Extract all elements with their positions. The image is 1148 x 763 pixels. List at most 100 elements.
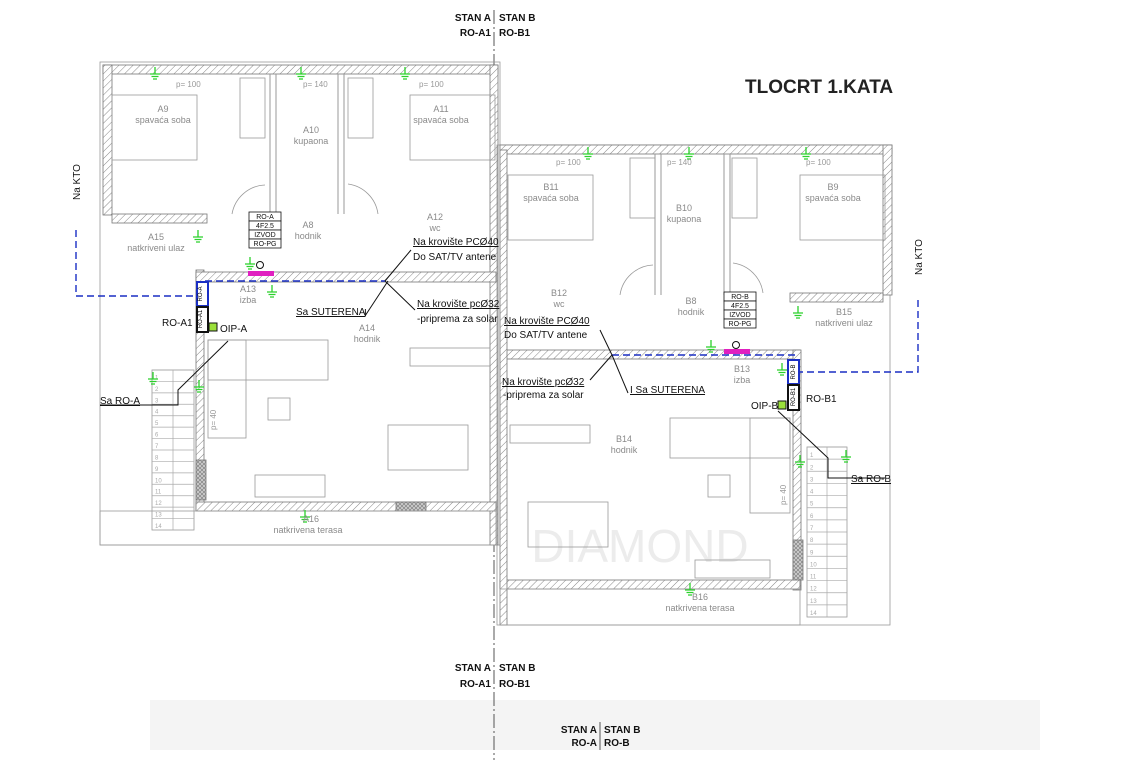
- stair-step-number: 3: [810, 477, 814, 483]
- stair-step-number: 2: [155, 387, 159, 393]
- svg-text:RO-A1: RO-A1: [460, 679, 492, 690]
- svg-text:wc: wc: [429, 223, 441, 233]
- panel-box-line: IZVOD: [254, 232, 275, 239]
- stair-step-number: 4: [810, 490, 814, 496]
- svg-text:p= 100: p= 100: [556, 158, 581, 167]
- outlet-a: [256, 261, 264, 269]
- svg-text:I: I: [364, 308, 367, 319]
- stair-step-number: 6: [810, 514, 814, 520]
- svg-text:STAN A: STAN A: [561, 725, 597, 736]
- stair-step-number: 8: [155, 455, 159, 461]
- svg-text:B12: B12: [551, 288, 567, 298]
- svg-text:A13: A13: [240, 284, 256, 294]
- stair-step-number: 14: [810, 611, 817, 617]
- svg-text:natkriveni ulaz: natkriveni ulaz: [127, 243, 185, 253]
- section-marker-top: STAN A STAN B RO-A1 RO-B1: [455, 13, 536, 39]
- svg-text:A12: A12: [427, 212, 443, 222]
- ground-icon: [801, 147, 811, 160]
- stair-step-number: 7: [810, 526, 814, 532]
- svg-text:hodnik: hodnik: [678, 307, 705, 317]
- panel-box-line: 4F2.5: [731, 303, 749, 310]
- svg-text:izba: izba: [240, 295, 257, 305]
- stair-step-number: 10: [810, 562, 817, 568]
- stair-step-number: 12: [810, 587, 817, 593]
- ground-icon: [267, 285, 277, 298]
- svg-text:p= 40: p= 40: [209, 409, 218, 430]
- svg-text:RO-B1: RO-B1: [806, 394, 837, 405]
- svg-text:B15: B15: [836, 307, 852, 317]
- svg-text:Na KTO: Na KTO: [72, 164, 83, 200]
- svg-text:hodnik: hodnik: [611, 445, 638, 455]
- ground-icon: [777, 363, 787, 376]
- ro-a1-vertical-box: [196, 306, 209, 333]
- svg-text:wc: wc: [553, 299, 565, 309]
- section-marker-lowest: STAN A STAN B RO-A RO-B: [561, 725, 641, 749]
- svg-text:spavaća soba: spavaća soba: [135, 115, 191, 125]
- svg-text:RO-B1: RO-B1: [499, 28, 531, 39]
- panel-box-line: RO-PG: [254, 241, 277, 248]
- stair-step-number: 13: [810, 599, 817, 605]
- svg-text:B10: B10: [676, 203, 692, 213]
- svg-text:RO-A: RO-A: [571, 738, 597, 749]
- svg-text:STAN B: STAN B: [604, 725, 640, 736]
- junction-a: [248, 271, 274, 276]
- stair-step-number: 14: [155, 524, 162, 530]
- unit-b-walls: [496, 144, 893, 626]
- junction-b: [724, 349, 750, 354]
- svg-text:A10: A10: [303, 125, 319, 135]
- svg-text:-priprema za solar: -priprema za solar: [417, 314, 498, 325]
- svg-text:Sa RO-B: Sa RO-B: [851, 474, 891, 485]
- svg-text:p= 100: p= 100: [806, 158, 831, 167]
- ro-a1-vertical-label: RO-A1: [198, 309, 204, 328]
- stair-step-number: 4: [155, 410, 159, 416]
- svg-text:Na krovište pcØ32: Na krovište pcØ32: [502, 377, 585, 388]
- ground-icon: [841, 450, 851, 463]
- svg-text:STAN B: STAN B: [499, 663, 535, 674]
- svg-text:RO-B: RO-B: [604, 738, 630, 749]
- svg-text:spavaća soba: spavaća soba: [523, 193, 579, 203]
- ro-a-vertical-label: RO-A: [198, 287, 204, 302]
- stair-step-number: 9: [155, 467, 159, 473]
- ro-b1-vertical-label: RO-B1: [791, 387, 797, 406]
- ground-icon: [194, 380, 204, 393]
- svg-text:Na krovište PCØ40: Na krovište PCØ40: [413, 237, 499, 248]
- svg-text:B11: B11: [543, 182, 558, 192]
- panel-box-line: RO-A: [256, 214, 274, 221]
- svg-text:izba: izba: [734, 375, 751, 385]
- svg-text:B13: B13: [734, 364, 750, 374]
- stair-step-number: 2: [810, 465, 814, 471]
- svg-text:RO-A1: RO-A1: [460, 28, 492, 39]
- ground-icon: [793, 306, 803, 319]
- svg-text:STAN B: STAN B: [499, 13, 535, 24]
- svg-text:natkrivena terasa: natkrivena terasa: [665, 603, 734, 613]
- ground-icon: [400, 67, 410, 80]
- svg-text:Do SAT/TV antene: Do SAT/TV antene: [504, 330, 588, 341]
- ground-icon: [685, 583, 695, 596]
- panel-box-line: RO-PG: [729, 321, 752, 328]
- ground-icon: [148, 372, 158, 385]
- ro-b-vertical-label: RO-B: [791, 365, 797, 380]
- svg-text:p= 100: p= 100: [176, 80, 201, 89]
- unit-b-annotations: Na krovište PCØ40 Do SAT/TV antene Na kr…: [502, 239, 925, 485]
- ground-icon: [583, 147, 593, 160]
- leader-lines: [100, 249, 885, 479]
- oip-a-marker: [208, 322, 218, 332]
- unit-a-annotations: Na krovište PCØ40 Do SAT/TV antene Na kr…: [72, 164, 500, 407]
- svg-text:spavaća soba: spavaća soba: [413, 115, 469, 125]
- svg-text:A9: A9: [157, 104, 168, 114]
- watermark: DIAMOND: [531, 520, 748, 572]
- svg-text:Sa RO-A: Sa RO-A: [100, 396, 140, 407]
- svg-text:B9: B9: [827, 182, 838, 192]
- stair-step-number: 10: [155, 478, 162, 484]
- svg-text:kupaona: kupaona: [294, 136, 329, 146]
- svg-text:A16: A16: [303, 514, 319, 524]
- svg-text:RO-A1: RO-A1: [162, 318, 193, 329]
- ground-icon: [795, 455, 805, 468]
- svg-text:-priprema za solar: -priprema za solar: [503, 390, 584, 401]
- svg-text:p= 100: p= 100: [419, 80, 444, 89]
- svg-text:RO-B1: RO-B1: [499, 679, 531, 690]
